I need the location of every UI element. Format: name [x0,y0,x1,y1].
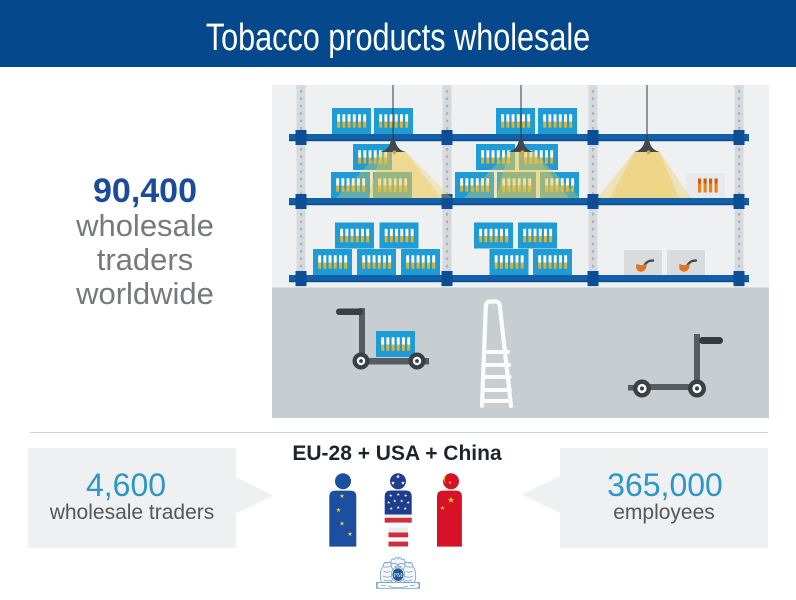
svg-text:PM: PM [394,573,403,579]
